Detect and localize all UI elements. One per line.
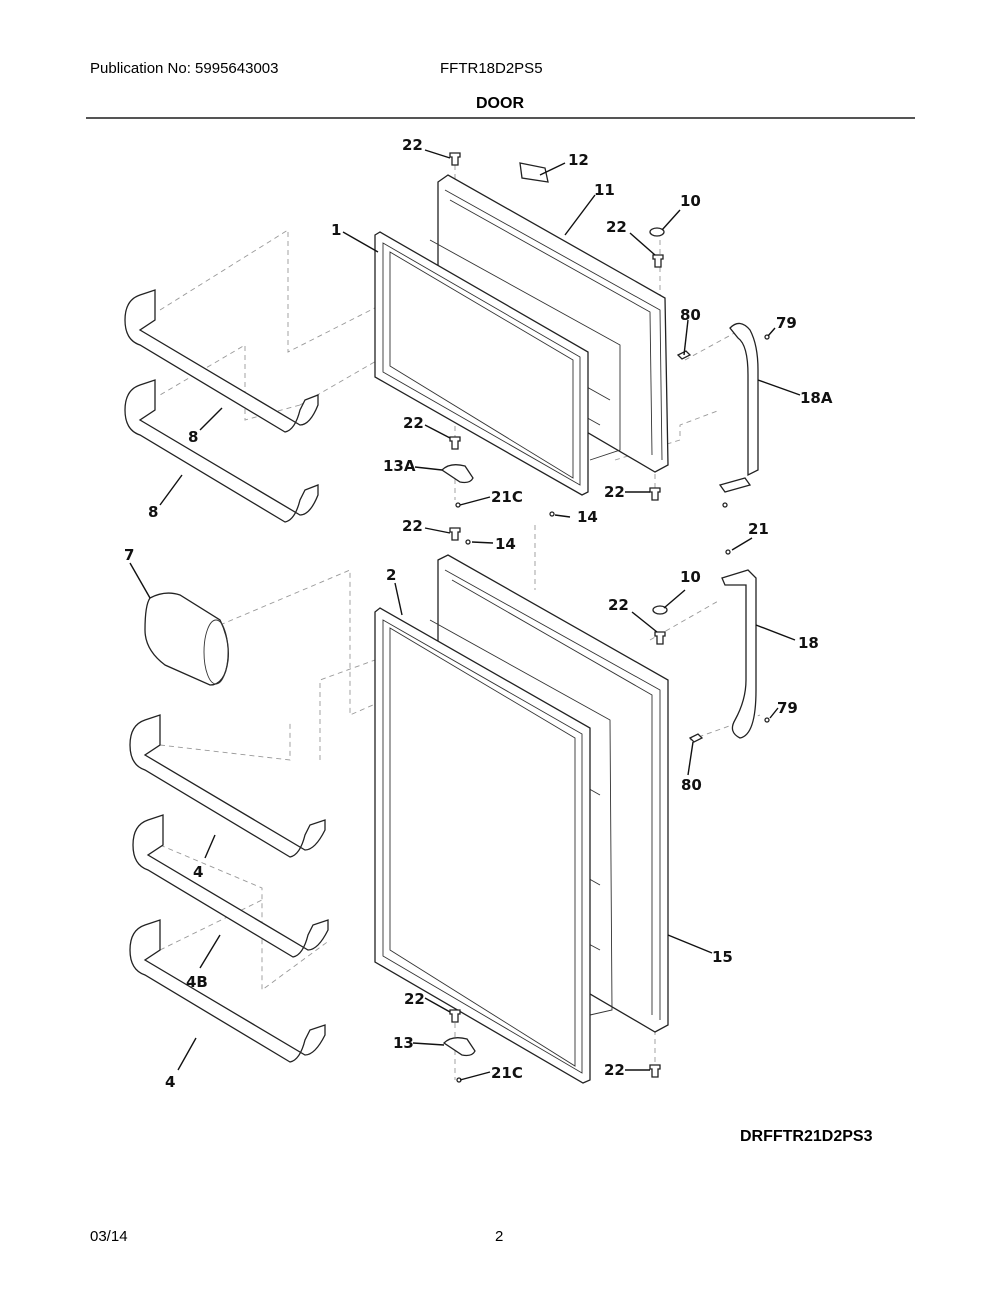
- plug-10-top: [649, 227, 665, 237]
- assembly-guide-lines: [159, 165, 761, 1080]
- callout-8: 8: [148, 503, 158, 521]
- callout-18A: 18A: [800, 389, 833, 407]
- callout-2: 2: [386, 566, 396, 584]
- door-shelf-bins: [124, 289, 329, 1063]
- callout-80: 80: [680, 306, 701, 324]
- bushing-22-mid-left: [449, 436, 461, 450]
- leader-lines: [129, 149, 801, 1081]
- callout-22: 22: [608, 596, 629, 614]
- door-handles: [718, 322, 759, 739]
- footer-date: 03/14: [90, 1228, 128, 1245]
- door-bin-4B: [132, 814, 329, 958]
- handle-18: [721, 569, 757, 739]
- callout-79: 79: [776, 314, 797, 332]
- badge-12: [519, 162, 549, 183]
- callout-21C: 21C: [491, 488, 523, 506]
- section-title: DOOR: [476, 95, 524, 112]
- screw-22-lower-hinge: [654, 631, 666, 645]
- callout-labels: 22 12 11 10 22 1 80 79 18A 8 8 22 13A 21…: [124, 136, 833, 1091]
- screw-80-lower: [688, 733, 704, 743]
- callout-22: 22: [604, 1061, 625, 1079]
- screw-21-a: [722, 502, 728, 508]
- diagram-id: DRFFTR21D2PS3: [740, 1128, 873, 1145]
- bushing-22-bottom-left: [449, 1009, 461, 1023]
- callout-22: 22: [402, 136, 423, 154]
- fresh-food-door-gasket: [374, 607, 591, 1084]
- screw-21-b: [725, 549, 731, 555]
- freezer-door-gasket: [374, 231, 589, 496]
- screw-14-b: [465, 539, 471, 545]
- callout-8: 8: [188, 428, 198, 446]
- hinge-13A: [440, 464, 474, 484]
- callout-22: 22: [604, 483, 625, 501]
- callout-22: 22: [403, 414, 424, 432]
- handle-18A: [729, 322, 759, 477]
- header-divider: [86, 117, 915, 119]
- publication-number: Publication No: 5995643003: [90, 60, 279, 77]
- callout-4: 4: [165, 1073, 175, 1091]
- callout-79: 79: [777, 699, 798, 717]
- screw-22-top: [449, 152, 461, 166]
- callout-7: 7: [124, 546, 134, 564]
- callout-1: 1: [331, 221, 341, 239]
- callout-10: 10: [680, 568, 701, 586]
- callout-4: 4: [193, 863, 203, 881]
- callout-14: 14: [495, 535, 516, 553]
- screw-14-a: [549, 511, 555, 517]
- callout-18: 18: [798, 634, 819, 652]
- hardware-parts: [440, 152, 770, 1083]
- callout-12: 12: [568, 151, 589, 169]
- callout-11: 11: [594, 181, 615, 199]
- door-bin-8-lower: [124, 379, 319, 523]
- screw-79-lower: [764, 717, 770, 723]
- callout-13: 13: [393, 1034, 414, 1052]
- callout-14: 14: [577, 508, 598, 526]
- callout-22: 22: [402, 517, 423, 535]
- callout-15: 15: [712, 948, 733, 966]
- model-number: FFTR18D2PS5: [440, 60, 543, 77]
- callout-21: 21: [748, 520, 769, 538]
- door-bin-8-upper: [124, 289, 319, 433]
- bushing-22-bottom-right: [649, 1064, 661, 1078]
- callout-22: 22: [606, 218, 627, 236]
- hinge-13: [442, 1037, 476, 1057]
- bushing-22-lower-top: [449, 527, 461, 541]
- door-bin-4-upper: [129, 714, 326, 858]
- door-bin-4-lower: [129, 919, 326, 1063]
- screw-22-hinge-top: [652, 254, 664, 268]
- bushing-22-mid-right: [649, 487, 661, 501]
- screw-21C-top: [455, 502, 461, 508]
- callout-21C: 21C: [491, 1064, 523, 1082]
- page-number: 2: [495, 1228, 504, 1245]
- callout-13A: 13A: [383, 457, 416, 475]
- callout-22: 22: [404, 990, 425, 1008]
- plug-10-lower: [652, 605, 668, 615]
- callout-10: 10: [680, 192, 701, 210]
- callout-80: 80: [681, 776, 702, 794]
- dairy-door-cover: [144, 592, 229, 686]
- callout-4B: 4B: [186, 973, 208, 991]
